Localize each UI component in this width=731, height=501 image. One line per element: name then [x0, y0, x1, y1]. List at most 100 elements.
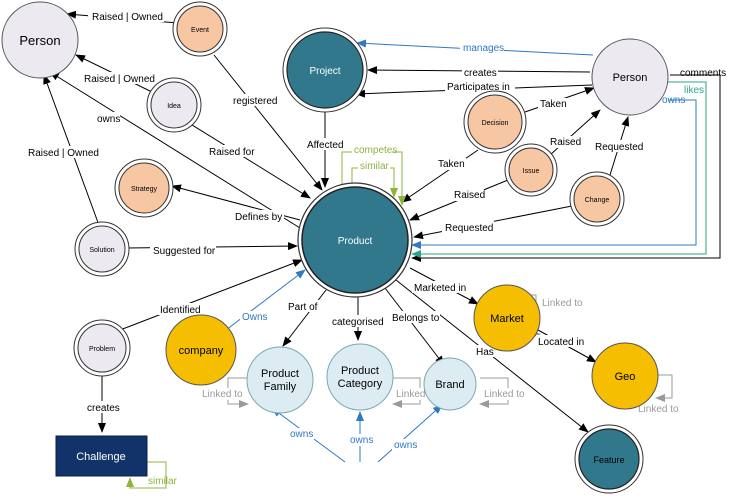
node-event[interactable]: Event: [172, 1, 228, 57]
label-event-person: Raised | Owned: [92, 12, 163, 23]
label-bg: [232, 210, 284, 222]
edge-event-product: [213, 54, 323, 191]
node-decision[interactable]: Decision: [463, 90, 527, 154]
label-owns-right: owns: [662, 95, 685, 106]
label-family-linked: Linked to: [202, 389, 243, 400]
node-company[interactable]: company: [165, 314, 237, 386]
label-owns-category: owns: [350, 435, 373, 446]
label-geo-linked: Linked to: [638, 404, 679, 415]
node-person-left[interactable]: Person: [1, 1, 79, 79]
label-bg: [352, 144, 392, 156]
label-participates: Participates in: [447, 82, 510, 93]
label-bg: [390, 311, 440, 323]
label-company-product: Owns: [242, 312, 268, 323]
label-bg: [200, 388, 246, 400]
label-manages: manages: [463, 43, 504, 54]
label-challenge-similar: similar: [148, 476, 178, 487]
label-idea-product: Raised for: [209, 147, 255, 158]
node-feature[interactable]: Feature: [574, 424, 644, 494]
node-brand[interactable]: Brand: [423, 357, 477, 411]
label-product-person: owns: [97, 114, 120, 125]
node-problem-label: Problem: [89, 346, 115, 353]
node-geo[interactable]: Geo: [591, 342, 659, 410]
label-bg: [304, 138, 346, 150]
node-solution[interactable]: Solution: [74, 221, 130, 277]
label-bg: [536, 335, 586, 347]
label-bg: [348, 434, 374, 446]
label-category-linked: Linked to: [396, 389, 437, 400]
label-product-category: categorised: [332, 317, 384, 328]
label-solution-person: Raised | Owned: [28, 148, 99, 159]
label-bg: [548, 136, 580, 148]
label-creates: creates: [464, 68, 497, 79]
label-bg: [412, 281, 470, 293]
label-bg: [288, 428, 314, 440]
node-feature-label: Feature: [593, 455, 624, 465]
label-market-linked: Linked to: [542, 298, 583, 309]
label-idea-person: Raised | Owned: [84, 74, 155, 85]
label-bg: [206, 145, 256, 157]
label-problem-challenge: creates: [87, 403, 120, 414]
label-bg: [460, 42, 504, 54]
label-product-market: Marketed in: [414, 283, 466, 294]
node-problem[interactable]: Problem: [73, 319, 131, 377]
node-strategy[interactable]: Strategy: [114, 158, 174, 218]
edge-challenge-similar: [126, 461, 167, 489]
label-change-person: Requested: [595, 142, 643, 153]
label-issue-person: Raised: [550, 137, 581, 148]
node-issue-label: Issue: [523, 168, 540, 175]
label-bg: [482, 388, 528, 400]
label-bg: [150, 244, 216, 256]
edge-likes: [411, 81, 707, 258]
node-project[interactable]: Project: [282, 27, 368, 113]
node-person-right[interactable]: Person: [591, 38, 669, 116]
label-product-feature: Has: [476, 347, 494, 358]
label-competes: competes: [354, 145, 397, 156]
node-solution-label: Solution: [89, 247, 114, 254]
label-market-geo: Located in: [538, 337, 584, 348]
node-challenge-label: Challenge: [76, 451, 126, 463]
label-bg: [462, 66, 498, 78]
label-brand-linked: Linked to: [484, 389, 525, 400]
node-challenge[interactable]: Challenge: [55, 435, 148, 477]
node-change-label: Change: [585, 197, 610, 204]
edge-idea-product: [183, 119, 311, 199]
node-person-left-label: Person: [19, 33, 60, 48]
node-product[interactable]: Product: [297, 182, 413, 298]
label-bg: [88, 10, 164, 22]
edge-geo-linked: [655, 374, 673, 402]
label-bg: [230, 94, 278, 106]
node-person-right-label: Person: [613, 72, 648, 84]
node-market-label: Market: [490, 313, 524, 325]
label-problem-product: Identified: [160, 305, 201, 316]
label-event-product: registered: [233, 96, 277, 107]
label-change-product: Requested: [445, 223, 493, 234]
node-change[interactable]: Change: [569, 171, 625, 227]
label-strategy-product: Defines by: [235, 212, 282, 223]
node-brand-label: Brand: [435, 379, 464, 391]
label-likes: likes: [684, 85, 704, 96]
label-bg: [592, 140, 644, 152]
label-comments: comments: [680, 68, 726, 79]
node-issue[interactable]: Issue: [504, 143, 558, 197]
node-event-label: Event: [191, 27, 209, 34]
edge-labels: Raised | Owned Raised | Owned owns Raise…: [25, 10, 726, 487]
node-market[interactable]: Market: [473, 284, 541, 352]
label-bg: [392, 439, 418, 451]
label-bg: [286, 300, 322, 312]
label-owns-family: owns: [290, 429, 313, 440]
label-bg: [25, 146, 101, 158]
node-product-label: Product: [338, 236, 373, 247]
label-bg: [445, 80, 515, 92]
node-idea[interactable]: Idea: [146, 77, 202, 133]
label-bg: [394, 388, 428, 400]
label-bg: [436, 158, 466, 170]
label-solution-product: Suggested for: [153, 246, 216, 257]
label-bg: [84, 401, 122, 413]
